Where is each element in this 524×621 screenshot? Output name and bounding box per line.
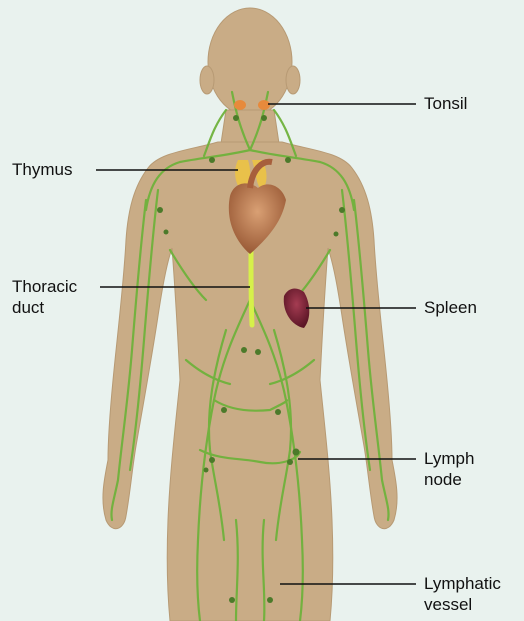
label-lymph-node: Lymph node (424, 448, 474, 490)
label-tonsil: Tonsil (424, 93, 467, 114)
label-spleen: Spleen (424, 297, 477, 318)
label-thymus: Thymus (12, 159, 72, 180)
label-lymphatic-vessel: Lymphatic vessel (424, 573, 501, 615)
tonsil-right (258, 100, 270, 110)
label-thoracic-duct: Thoracic duct (12, 276, 77, 318)
tonsil-left (234, 100, 246, 110)
